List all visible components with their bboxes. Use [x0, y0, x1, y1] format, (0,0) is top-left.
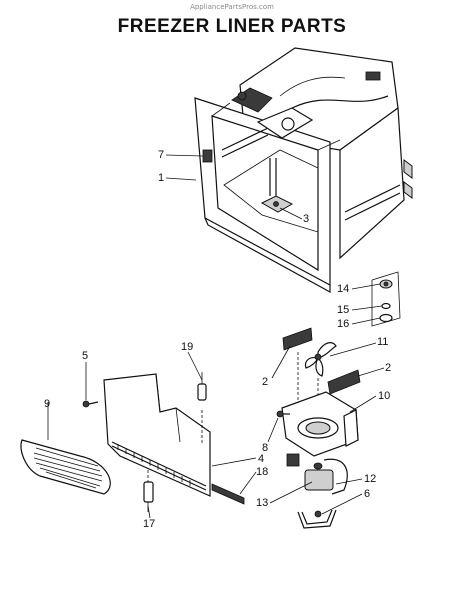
callout-19: 19 — [181, 341, 194, 353]
callout-4: 4 — [258, 453, 265, 465]
callout-1: 1 — [158, 172, 165, 184]
callout-16: 16 — [337, 318, 350, 330]
rear-cover-assembly — [20, 372, 245, 512]
callout-6: 6 — [364, 488, 371, 500]
watermark: AppliancePartsPros.com — [190, 3, 274, 11]
callout-2-right: 2 — [385, 362, 392, 374]
callout-10: 10 — [378, 390, 391, 402]
page-title: FREEZER LINER PARTS — [117, 16, 347, 37]
callout-11: 11 — [377, 336, 389, 348]
callout-2-left: 2 — [262, 376, 269, 388]
callout-9: 9 — [44, 398, 51, 410]
evaporator-fan-assembly — [276, 327, 361, 529]
callout-18: 18 — [256, 466, 269, 478]
callout-8: 8 — [262, 442, 269, 454]
callout-12: 12 — [364, 473, 377, 485]
fan-motor-parts-stack — [371, 271, 401, 327]
freezer-liner — [194, 47, 413, 294]
callout-5: 5 — [82, 350, 89, 362]
callout-3: 3 — [303, 213, 310, 225]
callout-13: 13 — [256, 497, 269, 509]
callout-14: 14 — [337, 283, 350, 295]
leader-lines — [47, 154, 385, 519]
callout-15: 15 — [337, 304, 350, 316]
callout-17: 17 — [143, 518, 156, 530]
callout-7: 7 — [158, 149, 165, 161]
